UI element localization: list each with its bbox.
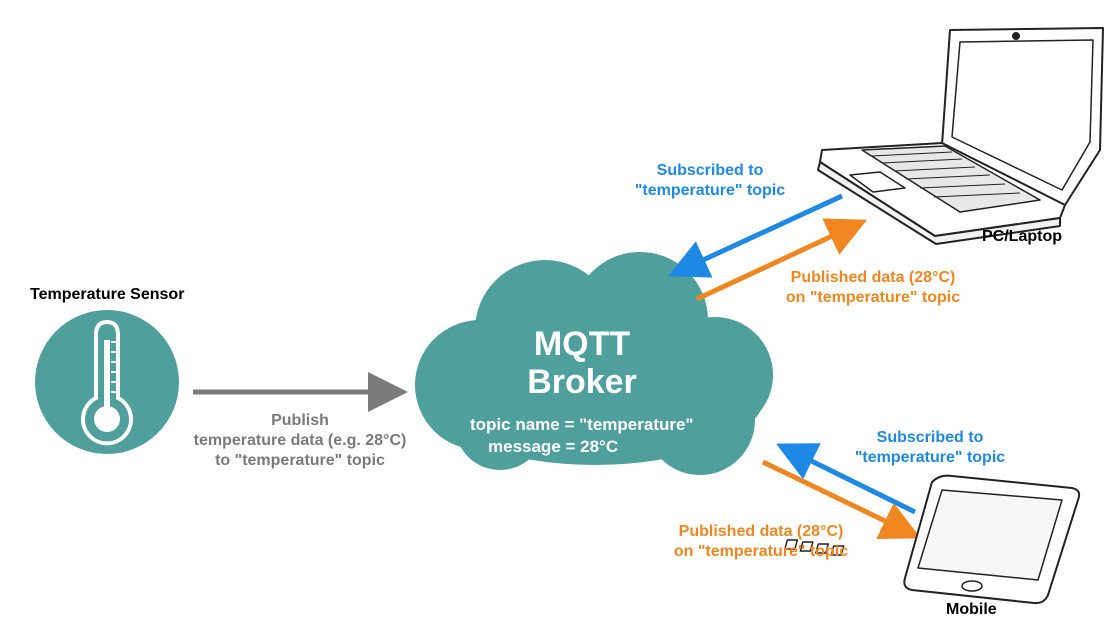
laptop-published-label: Published data (28°C) on "temperature" t… [762,268,984,308]
publish-label-line1: Publish [271,412,329,429]
laptop-subscribed-line2: "temperature" topic [634,182,786,199]
broker-topic-line: topic name = "temperature" [470,415,694,434]
thermometer-icon [81,319,133,446]
publish-label-line2: temperature data (e.g. 28°C) [193,432,407,449]
mobile-subscribe-arrow [776,443,917,515]
laptop-publish-arrow [695,218,868,302]
broker-message-line: message = 28°C [488,437,619,456]
mobile-published-label: Published data (28°C) on "temperature" t… [650,522,872,562]
laptop-subscribed-label: Subscribed to "temperature" topic [610,161,810,201]
mobile-published-line1: Published data (28°C) [678,523,844,540]
laptop-icon [817,27,1104,245]
broker-title-line1: MQTT [533,325,631,363]
publish-label-line3: to "temperature" topic [215,452,385,469]
mobile-label: Mobile [946,601,997,618]
mobile-published-line2: on "temperature" topic [673,543,849,560]
publish-label: Publish temperature data (e.g. 28°C) to … [170,411,430,471]
laptop-subscribed-line1: Subscribed to [656,162,764,179]
broker-title-line2: Broker [527,363,637,401]
mobile-subscribed-line2: "temperature" topic [854,449,1006,466]
sensor-title: Temperature Sensor [30,286,185,303]
mobile-subscribed-label: Subscribed to "temperature" topic [830,428,1030,468]
broker-title: MQTT Broker [482,325,682,401]
laptop-subscribe-arrow [667,193,844,278]
laptop-label: PC/Laptop [982,228,1062,245]
mobile-publish-arrow [761,459,922,539]
laptop-published-line2: on "temperature" topic [785,289,961,306]
smartphone-icon [784,474,1081,605]
laptop-published-line1: Published data (28°C) [790,269,956,286]
broker-cloud [415,252,773,475]
mobile-subscribed-line1: Subscribed to [876,429,984,446]
